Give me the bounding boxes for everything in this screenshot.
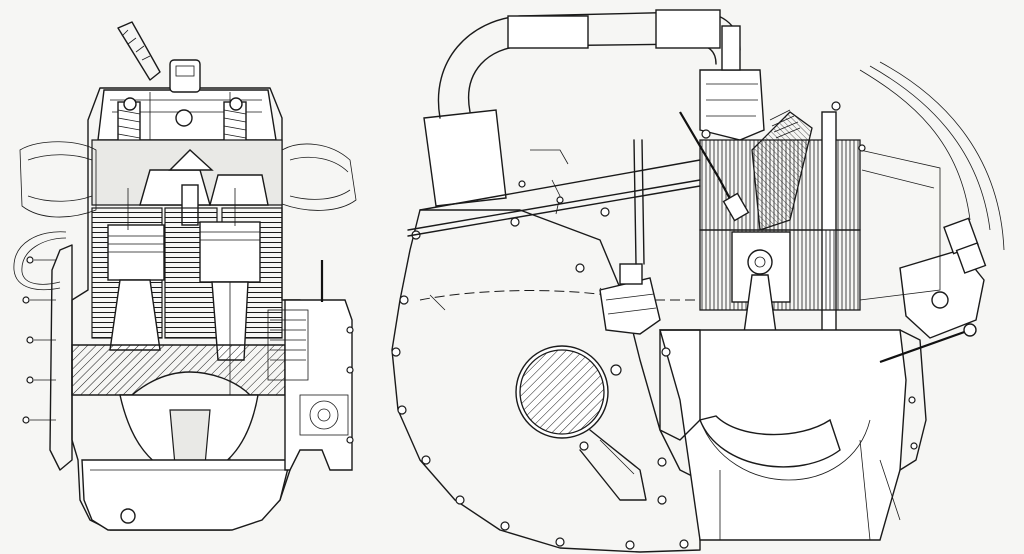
housing-bolts bbox=[391, 207, 689, 550]
intake-manifold bbox=[281, 143, 357, 211]
oil-sump bbox=[81, 459, 291, 531]
distributor-drive-housing bbox=[284, 299, 353, 471]
duct-sleeve bbox=[655, 9, 721, 49]
piston-left bbox=[107, 224, 165, 281]
dynamo-armature bbox=[519, 349, 605, 435]
blower-housing bbox=[423, 109, 507, 207]
heater-pipe bbox=[407, 179, 701, 237]
duct-clamp bbox=[507, 15, 589, 49]
crank-counterweight bbox=[699, 415, 841, 468]
piston-right bbox=[199, 221, 261, 283]
ht-leads bbox=[859, 61, 1005, 251]
breather-hose bbox=[117, 21, 161, 81]
carburettor bbox=[699, 69, 765, 141]
fuel-pump bbox=[599, 277, 661, 335]
side-section-view bbox=[391, 9, 1005, 553]
valve-gear-section bbox=[751, 111, 813, 231]
crankcase-section bbox=[71, 344, 286, 396]
drain-plug bbox=[120, 508, 136, 524]
flywheel-outline bbox=[419, 290, 700, 301]
front-section-view bbox=[13, 21, 357, 531]
side-dipstick bbox=[879, 328, 971, 364]
engine-mount bbox=[659, 329, 701, 441]
exhaust-manifold bbox=[19, 141, 97, 218]
left-housing bbox=[49, 244, 73, 471]
